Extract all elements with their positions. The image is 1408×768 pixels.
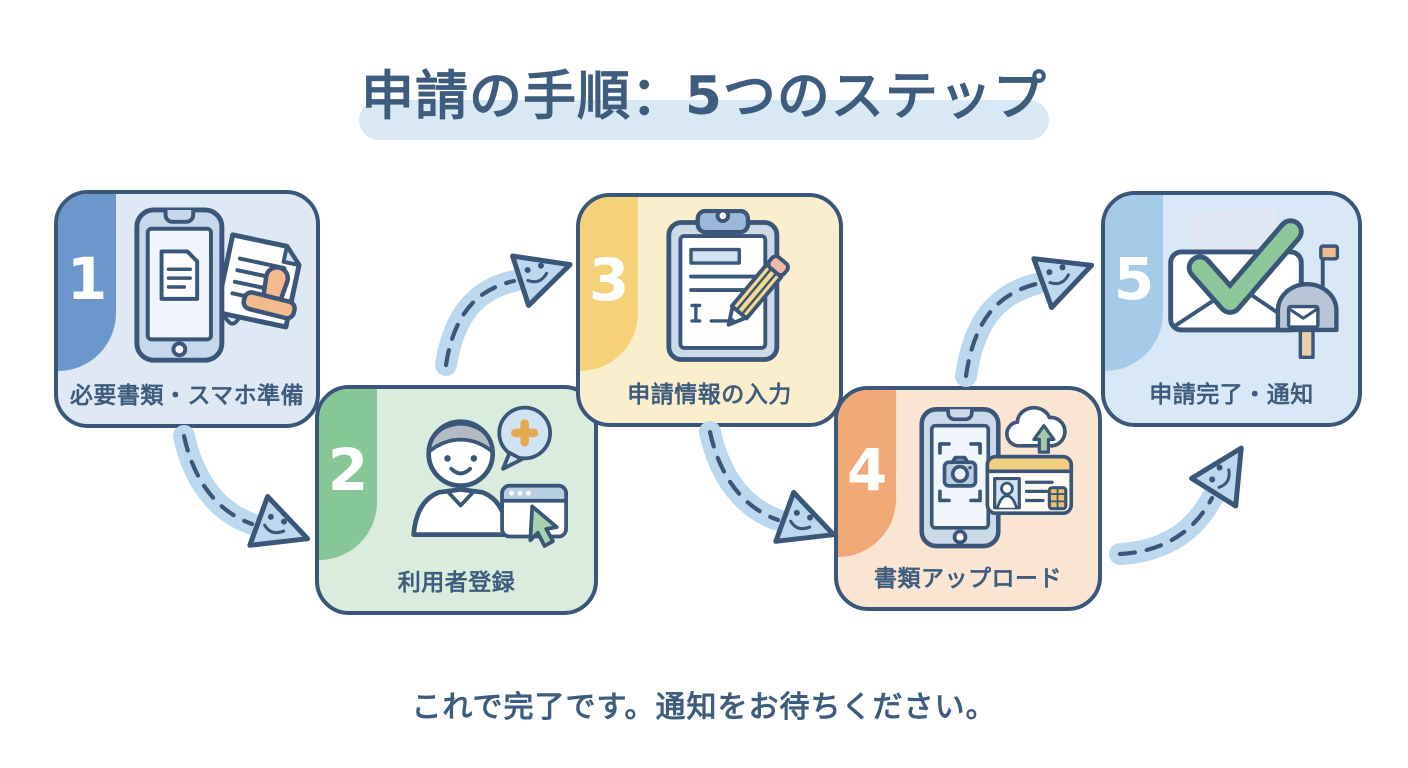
phone-camera-id-upload-icon xyxy=(890,402,1092,557)
step-3-label: 申請情報の入力 xyxy=(627,382,792,408)
title-text: 申請の手順：5つのステップ xyxy=(361,66,1047,127)
step-4-number: 4 xyxy=(846,435,888,504)
step-2-number-tab: 2 xyxy=(319,389,377,560)
step-card-1: 1 xyxy=(54,190,320,428)
flow-arrow-4-5-upper xyxy=(950,246,1095,387)
step-4-number-tab: 4 xyxy=(838,390,896,558)
user-registration-icon xyxy=(371,401,588,561)
flow-arrow-3-4 xyxy=(690,421,837,556)
page-title: 申請の手順：5つのステップ xyxy=(0,54,1408,140)
flow-arrow-2-3 xyxy=(428,247,573,376)
step-card-5: 5 申請完了・通知 xyxy=(1101,191,1362,427)
step-5-number: 5 xyxy=(1113,244,1155,313)
flow-arrow-1-2 xyxy=(162,425,312,560)
step-2-label: 利用者登録 xyxy=(397,570,516,596)
envelope-check-mailbox-icon xyxy=(1157,203,1352,373)
title-highlight-bar xyxy=(359,100,1049,140)
step-1-number-tab: 1 xyxy=(58,194,116,372)
step-3-number: 3 xyxy=(588,246,630,314)
step-1-label: 必要書類・スマホ準備 xyxy=(69,383,305,409)
footer-note: これで完了です。通知をお待ちください。 xyxy=(411,690,997,725)
step-card-3: 3 xyxy=(576,193,843,427)
step-3-number-tab: 3 xyxy=(580,197,638,372)
step-5-number-tab: 5 xyxy=(1105,195,1163,371)
step-5-label: 申請完了・通知 xyxy=(1149,382,1314,408)
step-card-4: 4 xyxy=(834,386,1102,611)
flow-arrow-4-5-lower xyxy=(1106,438,1264,578)
clipboard-pencil-icon xyxy=(632,208,833,373)
step-card-2: 2 xyxy=(315,385,598,615)
step-4-label: 書類アップロード xyxy=(874,566,1062,592)
step-1-number: 1 xyxy=(66,244,108,313)
step-2-number: 2 xyxy=(327,436,369,505)
smartphone-documents-stamp-icon xyxy=(110,206,310,374)
